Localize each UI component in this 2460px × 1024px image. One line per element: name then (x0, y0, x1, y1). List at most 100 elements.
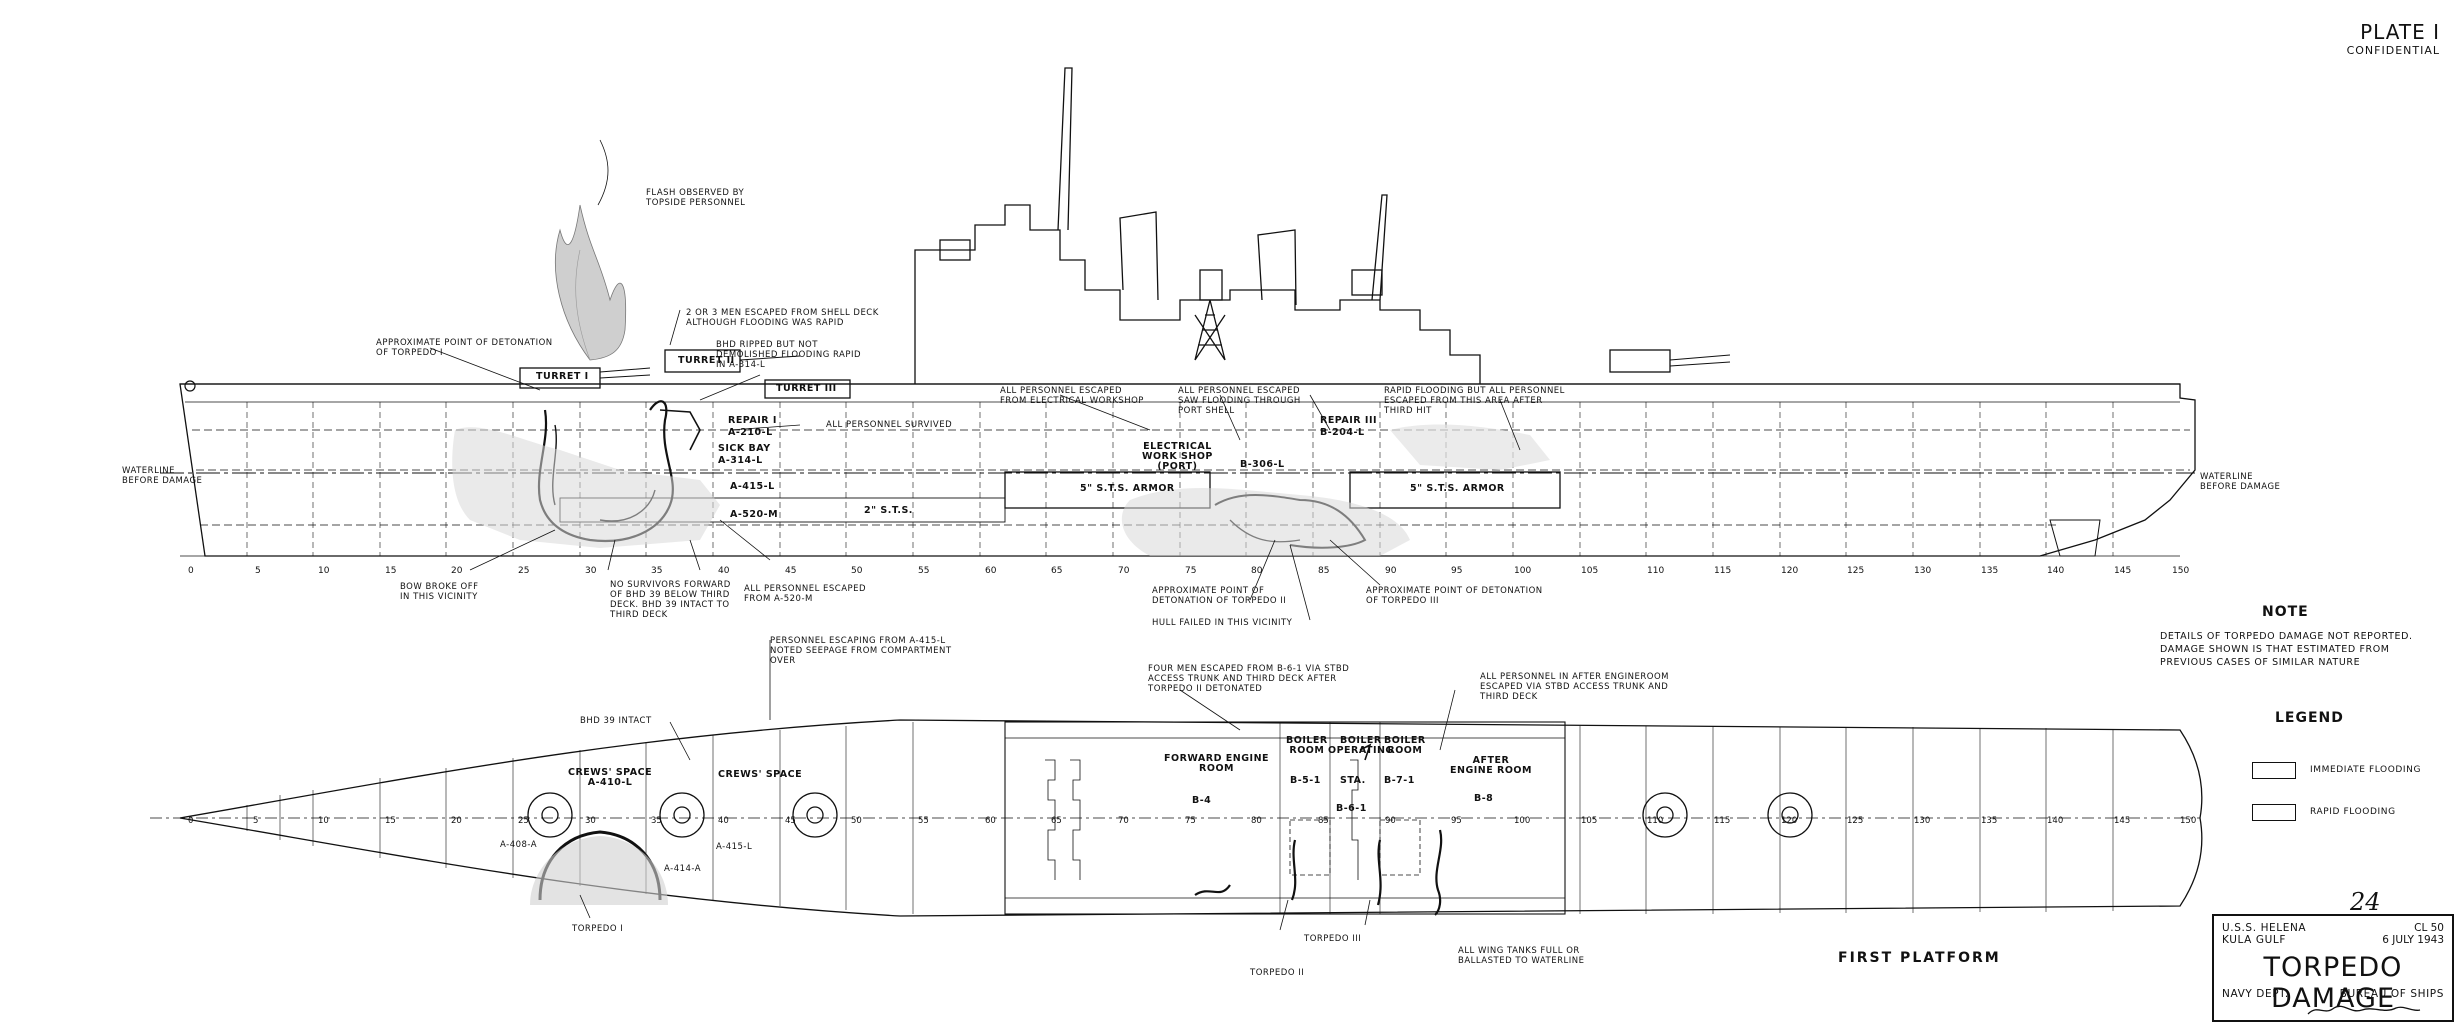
no-survivors-annotation: NO SURVIVORS FORWARD OF BHD 39 BELOW THI… (610, 580, 731, 620)
hull-and-date: CL 50 6 JULY 1943 (2382, 922, 2444, 946)
bow-broke-annotation: BOW BROKE OFF IN THIS VICINITY (400, 582, 479, 602)
legend-swatch-immediate (2252, 762, 2296, 779)
bureau: BUREAU OF SHIPS (2339, 988, 2444, 1000)
plan-tick: 105 (1581, 816, 1598, 826)
shaft-ring-2 (659, 792, 705, 838)
note-body: DETAILS OF TORPEDO DAMAGE NOT REPORTED. … (2160, 631, 2413, 668)
sheet-number: 24 (2350, 888, 2381, 916)
profile-tick: 140 (2047, 566, 2065, 576)
a408-label: A-408-A (500, 840, 538, 850)
electrical-escaped-annotation: ALL PERSONNEL ESCAPED FROM ELECTRICAL WO… (1000, 386, 1144, 406)
turret-2-label: TURRET II (678, 355, 735, 366)
all-survived-annotation: ALL PERSONNEL SURVIVED (826, 420, 953, 430)
first-platform-label: FIRST PLATFORM (1838, 950, 2001, 966)
note-title: NOTE (2262, 604, 2309, 620)
after-engine-annotation: ALL PERSONNEL IN AFTER ENGINEROOM ESCAPE… (1480, 672, 1669, 702)
detonation-3-annotation: APPROXIMATE POINT OF DETONATION OF TORPE… (1366, 586, 1543, 606)
profile-tick: 90 (1385, 566, 1397, 576)
foremast (1057, 67, 1073, 231)
profile-tick: 95 (1451, 566, 1463, 576)
b61-label: B-6-1 (1336, 803, 1367, 814)
torpedo-2-label: TORPEDO II (1250, 968, 1305, 978)
forward-engine-label: FORWARD ENGINE ROOM (1164, 753, 1270, 774)
b51-label: B-5-1 (1290, 775, 1321, 786)
after-engine-room-label: AFTER ENGINE ROOM (1450, 755, 1532, 776)
profile-tick: 70 (1118, 566, 1130, 576)
plan-tick: 115 (1714, 816, 1731, 826)
mainmast (1371, 194, 1388, 301)
turret-1-label: TURRET I (536, 371, 589, 382)
escaped-shell-annotation: 2 OR 3 MEN ESCAPED FROM SHELL DECK ALTHO… (686, 308, 879, 328)
plate-classification: CONFIDENTIAL (2346, 44, 2440, 57)
shaft-ring-4 (1642, 792, 1688, 838)
profile-tick: 30 (585, 566, 597, 576)
armor-belt-aft (1349, 471, 1561, 509)
plan-tick: 130 (1914, 816, 1931, 826)
plan-tick: 95 (1451, 816, 1462, 826)
bhd-ripped-annotation: BHD RIPPED BUT NOT DEMOLISHED FLOODING R… (716, 340, 862, 370)
legend-label-immediate: IMMEDIATE FLOODING (2310, 765, 2422, 775)
profile-tick: 45 (785, 566, 797, 576)
plan-tick: 150 (2180, 816, 2197, 826)
b71-label: B-7-1 (1384, 775, 1415, 786)
bhd39-annotation: BHD 39 INTACT (580, 716, 652, 726)
boiler-operating-label: BOILER OPERATING (1328, 735, 1394, 756)
plan-tick: 70 (1118, 816, 1129, 826)
plan-tick: 125 (1847, 816, 1864, 826)
b306-label: B-306-L (1240, 459, 1285, 470)
ship-name: U.S.S. HELENA KULA GULF (2222, 922, 2307, 946)
machinery-space (1004, 721, 1566, 915)
profile-tick: 50 (851, 566, 863, 576)
shaft-ring-5 (1767, 792, 1813, 838)
shaft-ring-1 (527, 792, 573, 838)
profile-tick: 0 (188, 566, 194, 576)
plan-tick: 5 (253, 816, 259, 826)
plan-tick: 140 (2047, 816, 2064, 826)
a314-label: A-314-L (718, 455, 763, 466)
hull-failed-annotation: HULL FAILED IN THIS VICINITY (1152, 618, 1293, 628)
funnel-2 (1257, 229, 1297, 306)
plan-tick: 80 (1251, 816, 1262, 826)
torpedo-3-label: TORPEDO III (1304, 934, 1362, 944)
waterline-left-label: WATERLINE BEFORE DAMAGE (122, 466, 203, 486)
sts-label: 2" S.T.S. (864, 505, 913, 516)
plan-tick: 100 (1514, 816, 1531, 826)
profile-tick: 15 (385, 566, 397, 576)
rapid-flooding-annotation: RAPID FLOODING BUT ALL PERSONNEL ESCAPED… (1384, 386, 1565, 416)
four-men-annotation: FOUR MEN ESCAPED FROM B-6-1 VIA STBD ACC… (1148, 664, 1350, 694)
sta-label: STA. (1340, 775, 1366, 786)
legend-title: LEGEND (2275, 710, 2344, 726)
profile-tick: 85 (1318, 566, 1330, 576)
a415-label: A-415-L (730, 481, 775, 492)
title-block: U.S.S. HELENA KULA GULF CL 50 6 JULY 194… (2212, 914, 2454, 1022)
funnel-1 (1119, 211, 1159, 301)
profile-tick: 135 (1981, 566, 1999, 576)
seepage-annotation: PERSONNEL ESCAPING FROM A-415-L NOTED SE… (770, 636, 952, 666)
detonation-1-annotation: APPROXIMATE POINT OF DETONATION OF TORPE… (376, 338, 553, 358)
profile-tick: 150 (2172, 566, 2190, 576)
b204-label: B-204-L (1320, 427, 1365, 438)
plan-tick: 135 (1981, 816, 1998, 826)
plan-tick: 65 (1051, 816, 1062, 826)
shaft-ring-3 (792, 792, 838, 838)
profile-tick: 75 (1185, 566, 1197, 576)
profile-tick: 80 (1251, 566, 1263, 576)
profile-tick: 110 (1647, 566, 1665, 576)
repair-1-label: REPAIR I (728, 415, 777, 426)
boiler-room-2-label: BOILER ROOM (1384, 735, 1426, 756)
profile-tick: 125 (1847, 566, 1865, 576)
profile-tick: 55 (918, 566, 930, 576)
armor-forward-label: 5" S.T.S. ARMOR (1080, 483, 1175, 494)
profile-tick: 5 (255, 566, 261, 576)
damage-plan-marks (1194, 743, 1443, 916)
plan-tick: 110 (1647, 816, 1664, 826)
wing-tanks-annotation: ALL WING TANKS FULL OR BALLASTED TO WATE… (1458, 946, 1585, 966)
a414-label: A-414-A (664, 864, 702, 874)
profile-tick: 120 (1781, 566, 1799, 576)
crews-space-2-label: CREWS' SPACE (718, 769, 803, 780)
plan-tick: 35 (651, 816, 662, 826)
a210-label: A-210-L (728, 427, 773, 438)
plan-tick: 55 (918, 816, 929, 826)
plan-tick: 85 (1318, 816, 1329, 826)
